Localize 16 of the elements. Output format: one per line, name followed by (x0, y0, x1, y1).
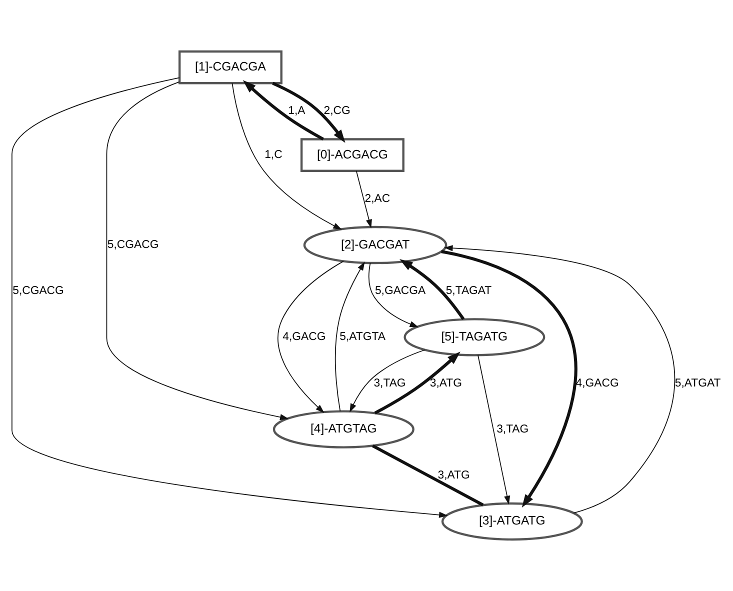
edge-label: 5,TAGAT (446, 285, 492, 298)
edge-label: 3,ATG (438, 469, 470, 482)
edge-label: 5,ATGAT (674, 377, 721, 390)
edge-label: 5,CGACG (12, 285, 64, 298)
edge-label: 1,C (264, 149, 282, 162)
edge-label: 5,ATGTA (340, 331, 386, 344)
edge-label: 4,GACG (282, 331, 326, 344)
edge-label: 5,CGACG (107, 239, 159, 252)
edge-label: 2,CG (324, 105, 350, 118)
edge-label: 2,AC (364, 192, 390, 205)
edge-label: 3,ATG (430, 377, 462, 390)
edge-label: 3,TAG (496, 423, 529, 436)
edge-label: 1,A (288, 105, 306, 118)
edge-label: 3,TAG (374, 377, 406, 390)
edge-label: 5,GACGA (374, 285, 426, 298)
edge-label: 4,GACG (576, 377, 619, 390)
